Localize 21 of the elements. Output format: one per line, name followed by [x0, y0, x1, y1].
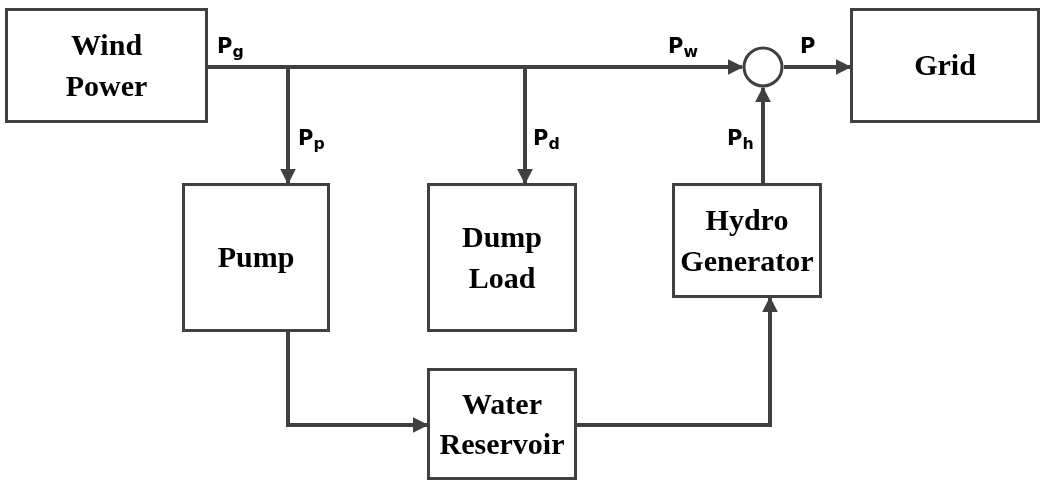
process-box: [5, 8, 208, 123]
edge-label: P$_{h}$: [727, 128, 754, 149]
arrow: [577, 296, 778, 427]
edge-label: P$_{w}$: [668, 36, 698, 57]
edge-label: P$_{d}$: [533, 128, 560, 149]
box-label: Grid: [914, 47, 976, 84]
process-box: [427, 368, 577, 480]
arrow: [784, 59, 852, 75]
edge-label: P: [800, 36, 816, 57]
arrow: [208, 65, 533, 185]
box-label: Dump Load: [461, 219, 543, 296]
process-box: [850, 8, 1040, 123]
box-label: Water Reservoir: [438, 385, 566, 462]
box-label: Pump: [217, 239, 295, 276]
process-box: [182, 183, 330, 332]
process-box: [427, 183, 577, 332]
box-label: Hydro Generator: [680, 202, 814, 279]
box-label: Wind Power: [64, 27, 149, 104]
process-box: [672, 183, 822, 298]
arrow: [286, 332, 429, 433]
arrow: [755, 86, 771, 183]
